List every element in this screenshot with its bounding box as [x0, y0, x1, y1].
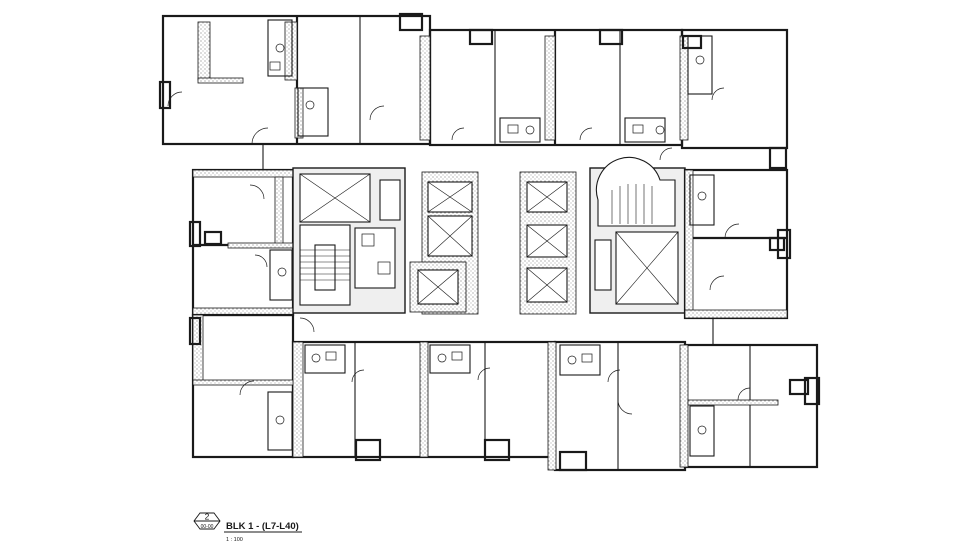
core-left	[292, 167, 406, 314]
right-wing	[683, 168, 792, 345]
bottom-wing	[188, 313, 821, 472]
drawing-title: BLK 1 - (L7-L40)	[226, 521, 299, 532]
lift-core-center	[409, 171, 479, 315]
core-right	[589, 156, 686, 314]
drawing-reference: 00-00	[201, 524, 214, 530]
left-wing	[188, 144, 295, 317]
title-block: 2 00-00 BLK 1 - (L7-L40) 1 : 100	[193, 512, 302, 543]
top-wing	[158, 12, 789, 170]
drawing-scale: 1 : 100	[226, 537, 243, 543]
lift-core-right	[519, 171, 577, 315]
drawing-number: 2	[205, 512, 210, 522]
